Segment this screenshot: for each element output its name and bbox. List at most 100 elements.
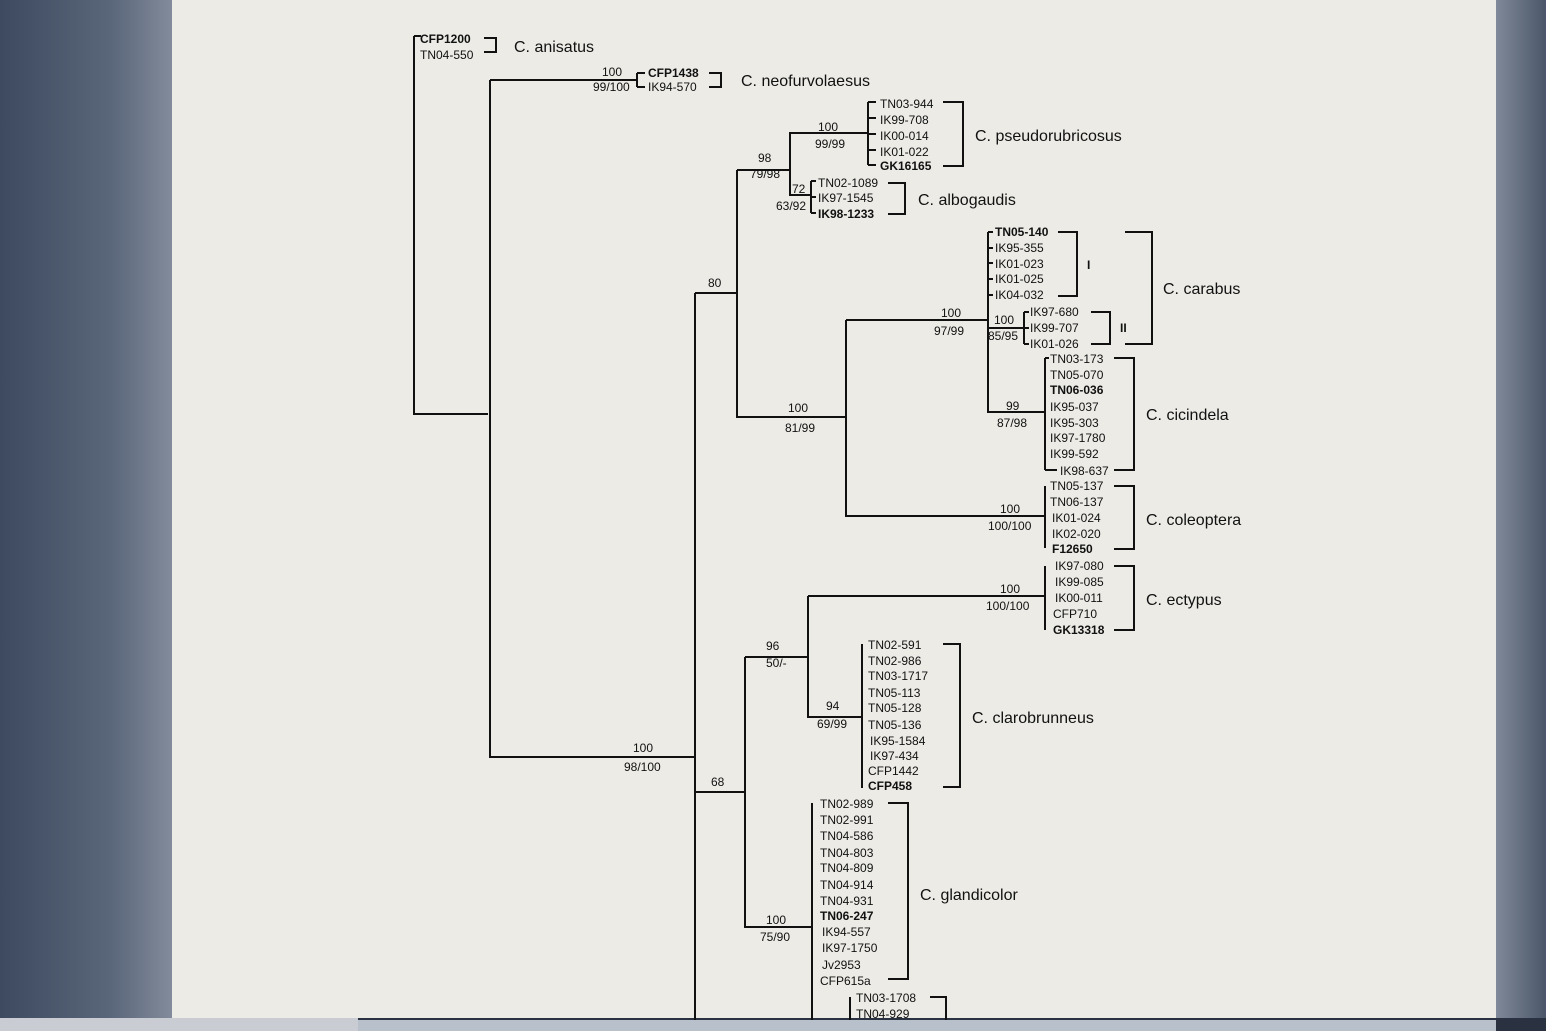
tip-label: IK95-355 bbox=[995, 241, 1044, 255]
support-value: 99 bbox=[1006, 399, 1020, 413]
support-value: 94 bbox=[826, 699, 840, 713]
tip-label: IK95-1584 bbox=[870, 734, 926, 748]
tip-label: CFP1200 bbox=[420, 32, 471, 46]
tip-label: IK02-020 bbox=[1052, 527, 1101, 541]
tip-label: TN04-803 bbox=[820, 846, 874, 860]
tip-label: TN05-128 bbox=[868, 701, 922, 715]
tip-label: IK97-080 bbox=[1055, 559, 1104, 573]
bracket-carabus-II bbox=[1091, 311, 1111, 345]
support-value: 100/100 bbox=[986, 599, 1030, 613]
species-label-albogaudis: C. albogaudis bbox=[918, 192, 1016, 209]
support-value: 100 bbox=[1000, 502, 1020, 516]
tip-label: TN06-137 bbox=[1050, 495, 1104, 509]
tip-label: IK01-023 bbox=[995, 257, 1044, 271]
bracket-carabus bbox=[1125, 231, 1153, 345]
bracket-clarobrunneus bbox=[943, 643, 961, 788]
tip-label: IK97-1750 bbox=[822, 941, 878, 955]
tip-label: IK97-1545 bbox=[818, 191, 874, 205]
support-value: 100 bbox=[941, 306, 961, 320]
bracket-cicindela bbox=[1114, 357, 1135, 471]
tip-label: IK01-026 bbox=[1030, 337, 1079, 351]
support-value: 100 bbox=[788, 401, 808, 415]
tip-label: TN02-1089 bbox=[818, 176, 878, 190]
tip-label: IK99-707 bbox=[1030, 321, 1079, 335]
tip-label: TN02-991 bbox=[820, 813, 874, 827]
support-value: 50/- bbox=[766, 656, 787, 670]
species-label-clarobrunneus: C. clarobrunneus bbox=[972, 710, 1094, 727]
species-label-ectypus: C. ectypus bbox=[1146, 592, 1222, 609]
tip-label: IK95-037 bbox=[1050, 400, 1099, 414]
species-label-coleoptera: C. coleoptera bbox=[1146, 512, 1241, 529]
support-value: 100 bbox=[1000, 582, 1020, 596]
tip-label: TN05-070 bbox=[1050, 368, 1104, 382]
tip-label: IK00-014 bbox=[880, 129, 929, 143]
branch-ect-clar bbox=[807, 595, 1045, 718]
tip-label: IK94-557 bbox=[822, 925, 871, 939]
tip-label: IK98-637 bbox=[1060, 464, 1109, 478]
tip-label: TN02-986 bbox=[868, 654, 922, 668]
tip-label: F12650 bbox=[1052, 542, 1093, 556]
species-label-pseudorubricosus: C. pseudorubricosus bbox=[975, 128, 1122, 145]
bracket-last-clade bbox=[930, 996, 947, 1020]
tip-label: CFP710 bbox=[1053, 607, 1097, 621]
tip-label: CFP458 bbox=[868, 779, 912, 793]
tip-label: TN03-944 bbox=[880, 97, 934, 111]
tip-label: TN05-137 bbox=[1050, 479, 1104, 493]
tip-label: TN02-989 bbox=[820, 797, 874, 811]
tip-labels: CFP1200 TN04-550 CFP1438 IK94-570 TN03-9… bbox=[420, 32, 1109, 1021]
tip-label: TN04-929 bbox=[856, 1007, 910, 1021]
support-value: 98/100 bbox=[624, 760, 661, 774]
subclade-label-II: II bbox=[1120, 321, 1127, 335]
support-value: 98 bbox=[758, 151, 772, 165]
document-page bbox=[172, 0, 1496, 1020]
support-value: 87/98 bbox=[997, 416, 1027, 430]
support-value: 63/92 bbox=[776, 199, 806, 213]
support-value: 100/100 bbox=[988, 519, 1032, 533]
species-label-anisatus: C. anisatus bbox=[514, 39, 594, 56]
tip-label: IK95-303 bbox=[1050, 416, 1099, 430]
support-value: 100 bbox=[602, 65, 622, 79]
tip-label: TN04-809 bbox=[820, 861, 874, 875]
branch-albogaudis-comb bbox=[810, 180, 816, 214]
tip-label: IK01-025 bbox=[995, 272, 1044, 286]
tip-label: TN04-550 bbox=[420, 48, 474, 62]
support-value: 100 bbox=[818, 120, 838, 134]
bottom-edge-light bbox=[0, 1018, 358, 1031]
tip-label: TN02-591 bbox=[868, 638, 922, 652]
bracket-carabus-I bbox=[1058, 231, 1078, 297]
backbone-branches bbox=[413, 35, 846, 1020]
tip-label: IK01-022 bbox=[880, 145, 929, 159]
tip-label: GK16165 bbox=[880, 159, 932, 173]
monitor-bezel-right bbox=[1496, 0, 1546, 1031]
tip-label: TN05-113 bbox=[868, 686, 921, 700]
branch-cicindela-comb bbox=[1044, 357, 1057, 471]
tip-label: IK97-680 bbox=[1030, 305, 1079, 319]
tip-label: TN05-140 bbox=[995, 225, 1049, 239]
support-value: 85/95 bbox=[988, 329, 1018, 343]
support-values: 100 99/100 100 99/99 98 79/98 72 63/92 8… bbox=[593, 65, 1032, 944]
tip-label: IK00-011 bbox=[1055, 591, 1103, 605]
tip-label: IK94-570 bbox=[648, 80, 697, 94]
monitor-bezel-left bbox=[0, 0, 185, 1031]
tip-label: IK97-1780 bbox=[1050, 431, 1106, 445]
tip-label: IK97-434 bbox=[870, 749, 919, 763]
support-value: 68 bbox=[711, 775, 725, 789]
support-value: 100 bbox=[633, 741, 653, 755]
bracket-albogaudis bbox=[888, 182, 906, 215]
bottom-edge-blue bbox=[358, 1020, 1496, 1031]
support-value: 72 bbox=[792, 182, 806, 196]
support-value: 75/90 bbox=[760, 930, 790, 944]
tip-label: GK13318 bbox=[1053, 623, 1105, 637]
support-value: 96 bbox=[766, 639, 780, 653]
bracket-glandicolor bbox=[888, 802, 909, 980]
tip-label: IK99-592 bbox=[1050, 447, 1099, 461]
support-value: 99/99 bbox=[815, 137, 845, 151]
support-value: 69/99 bbox=[817, 717, 847, 731]
tip-label: TN05-136 bbox=[868, 718, 922, 732]
branch-carabus-II bbox=[1023, 311, 1029, 345]
tip-label: IK99-708 bbox=[880, 113, 929, 127]
tip-label: TN03-1708 bbox=[856, 991, 916, 1005]
bracket-coleoptera bbox=[1114, 485, 1135, 550]
branch-car-cic-col bbox=[845, 319, 1045, 517]
